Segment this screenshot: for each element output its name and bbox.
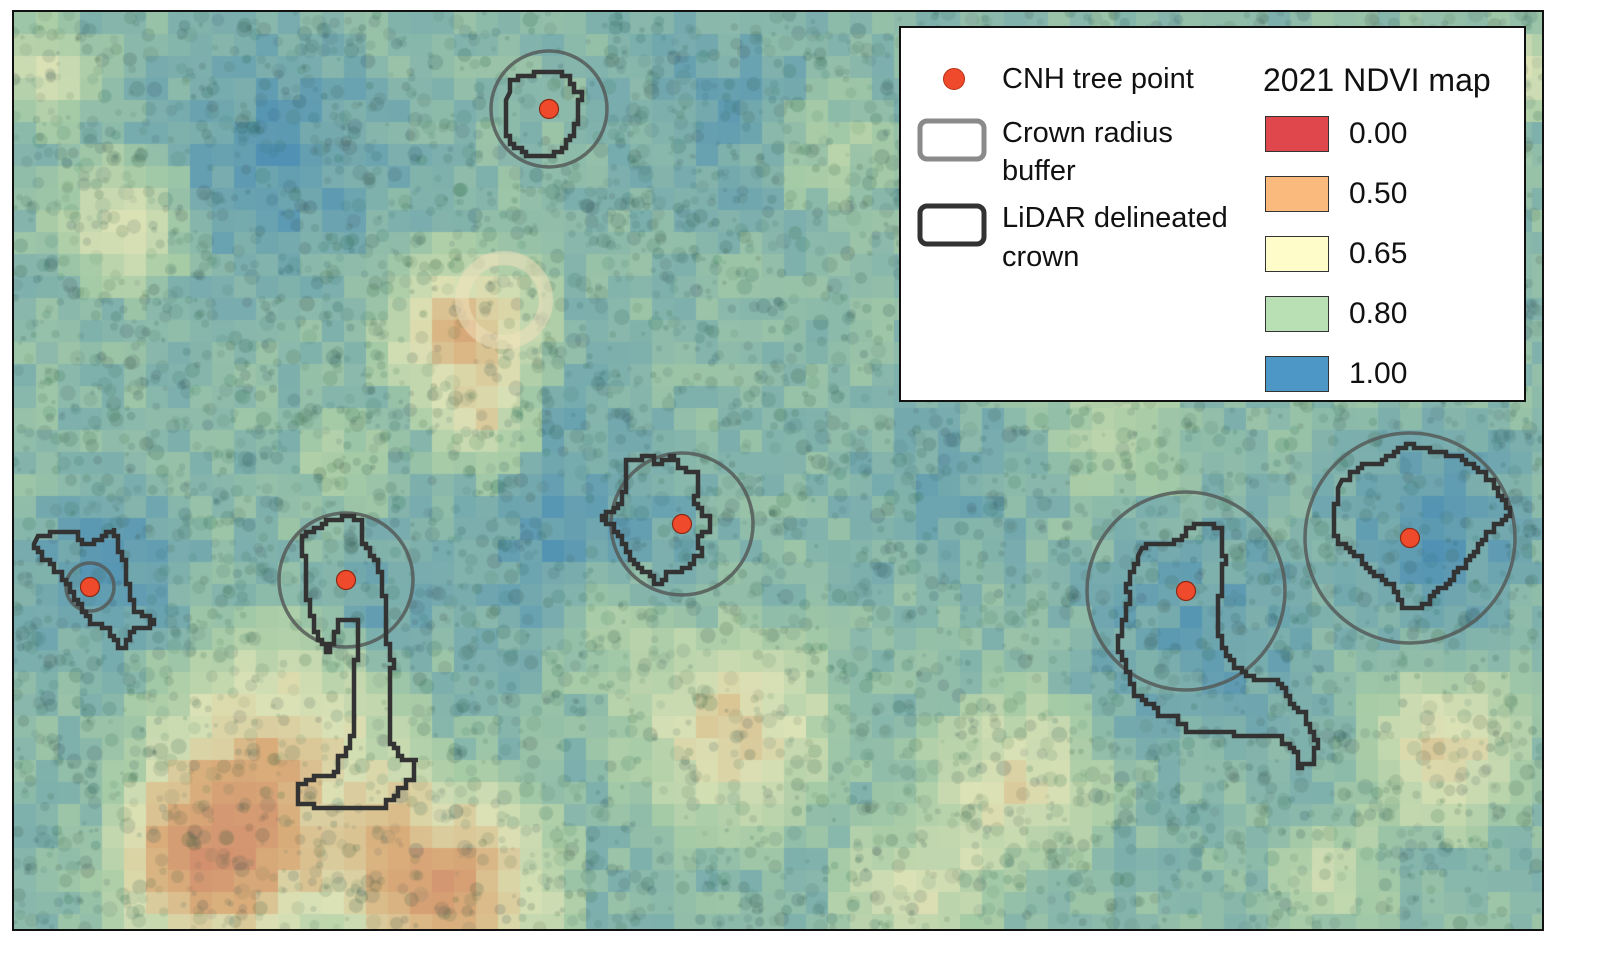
tree-point-1[interactable] xyxy=(79,576,101,598)
legend-label-crown-buffer-line1: Crown radius xyxy=(1002,117,1173,149)
lidar-crown-layer xyxy=(31,69,1513,811)
ndvi-label-4: 1.00 xyxy=(1349,357,1408,390)
ndvi-swatch-0 xyxy=(1265,116,1329,152)
ndvi-label-0: 0.00 xyxy=(1349,117,1408,150)
lidar-crown-legend-icon xyxy=(917,203,987,247)
crown-buffer-1 xyxy=(64,561,116,613)
ndvi-swatch-2 xyxy=(1265,236,1329,272)
tree-point-legend-icon xyxy=(943,68,965,90)
tree-point-2[interactable] xyxy=(335,569,357,591)
tree-point-3[interactable] xyxy=(538,98,560,120)
map-legend: CNH tree point Crown radius buffer LiDAR… xyxy=(899,26,1526,402)
tree-point-6[interactable] xyxy=(1399,527,1421,549)
lidar-crown-4 xyxy=(599,453,713,587)
crown-buffer-legend-icon xyxy=(917,118,987,162)
map-frame[interactable]: CNH tree point Crown radius buffer LiDAR… xyxy=(12,10,1544,931)
legend-label-tree-point: CNH tree point xyxy=(1002,63,1194,95)
lidar-crown-5 xyxy=(1115,521,1321,771)
ndvi-label-1: 0.50 xyxy=(1349,177,1408,210)
lidar-crown-6 xyxy=(1331,441,1513,611)
lidar-crown-3 xyxy=(503,69,585,159)
crown-buffer-5 xyxy=(1085,490,1287,692)
ndvi-label-2: 0.65 xyxy=(1349,237,1408,270)
legend-label-crown-buffer-line2: buffer xyxy=(1002,155,1076,187)
map-overlay xyxy=(31,49,1517,811)
crown-buffer-3 xyxy=(489,49,609,169)
crown-buffer-6 xyxy=(1303,431,1517,645)
tree-point-layer xyxy=(79,98,1421,602)
tree-point-5[interactable] xyxy=(1175,580,1197,602)
tree-point-4[interactable] xyxy=(671,513,693,535)
ndvi-legend-title: 2021 NDVI map xyxy=(1263,62,1491,98)
ndvi-swatch-1 xyxy=(1265,176,1329,212)
lidar-crown-2 xyxy=(295,513,418,811)
crown-buffer-2 xyxy=(277,511,415,649)
legend-label-lidar-crown-line1: LiDAR delineated xyxy=(1002,202,1228,234)
lidar-crown-1 xyxy=(31,528,157,651)
legend-label-lidar-crown-line2: crown xyxy=(1002,241,1080,273)
ndvi-swatch-4 xyxy=(1265,356,1329,392)
ndvi-label-3: 0.80 xyxy=(1349,297,1408,330)
crown-buffer-layer xyxy=(64,49,1517,692)
ndvi-swatch-3 xyxy=(1265,296,1329,332)
